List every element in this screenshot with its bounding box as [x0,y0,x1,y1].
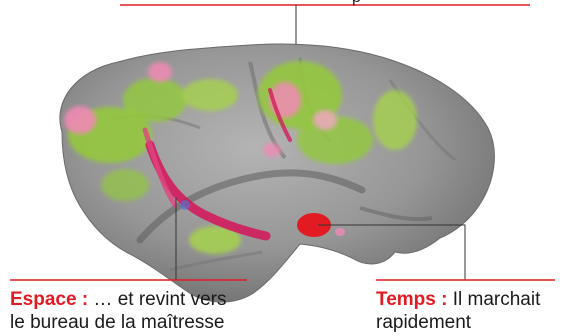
time-text-line2: rapidement [376,311,540,334]
space-caption: Espace : … et revint vers le bureau de l… [10,288,226,334]
space-text-line2: le bureau de la maîtresse [10,311,226,334]
top-partial-text: p [352,0,361,6]
time-caption: Temps : Il marchait rapidement [376,288,540,334]
space-text-line1: … et revint vers [88,289,226,310]
space-label: Espace : [10,289,88,310]
time-text-line1: Il marchait [447,289,540,310]
time-label: Temps : [376,289,447,310]
